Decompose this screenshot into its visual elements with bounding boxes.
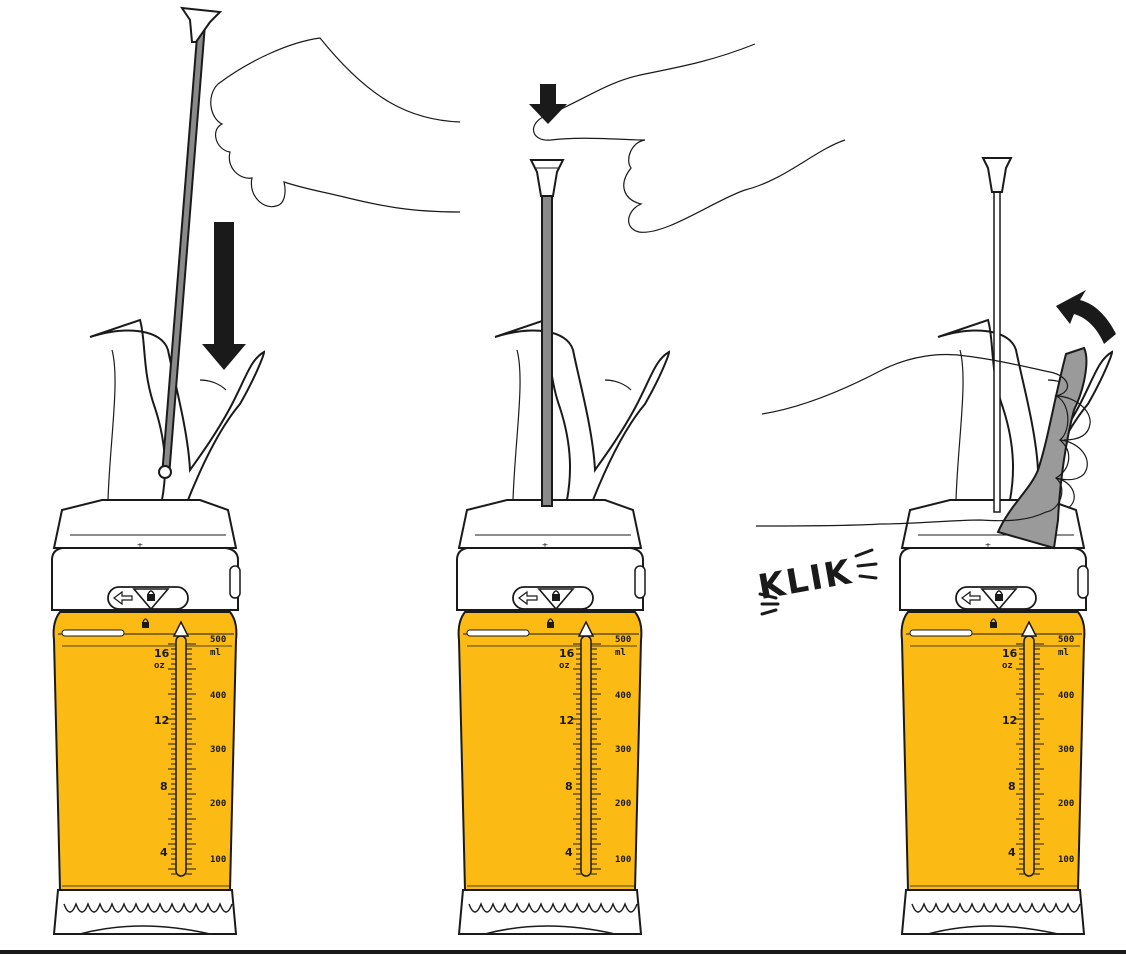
scale-ml-200: 200 [615, 799, 631, 809]
scale-oz-12: 12 [154, 714, 169, 727]
arrow-down-icon [202, 222, 246, 370]
mixing-rod [531, 160, 563, 506]
bottle [900, 320, 1112, 934]
scale-ml-100: 100 [210, 855, 226, 865]
curved-arrow-icon [1056, 290, 1116, 344]
scale-oz-12: 12 [1002, 714, 1017, 727]
scale-oz-8: 8 [1008, 780, 1016, 793]
scale-ml-top: 500 [1058, 635, 1074, 645]
scale-ml-400: 400 [615, 691, 631, 701]
scale-ml-unit: ml [210, 648, 221, 658]
mixing-rod [983, 158, 1011, 512]
scale-ml-unit: ml [1058, 648, 1069, 658]
scale-oz-12: 12 [559, 714, 574, 727]
hand [534, 44, 845, 232]
hand [211, 38, 460, 212]
scale-oz-top: 16 [154, 647, 170, 660]
scale-ml-100: 100 [615, 855, 631, 865]
scale-ml-top: 500 [615, 635, 631, 645]
bottle [52, 320, 264, 934]
scale-ml-200: 200 [210, 799, 226, 809]
scale-oz-top: 16 [559, 647, 575, 660]
step-push-rod: 16 oz 500 ml 12 8 4 400 300 200 100 [457, 44, 845, 934]
scale-ml-200: 200 [1058, 799, 1074, 809]
mixing-rod [159, 8, 220, 478]
scale-ml-300: 300 [1058, 745, 1074, 755]
scale-ml-top: 500 [210, 635, 226, 645]
scale-oz-4: 4 [1008, 846, 1016, 859]
scale-oz-unit: oz [1002, 661, 1013, 671]
scale-oz-8: 8 [160, 780, 168, 793]
scale-ml-300: 300 [615, 745, 631, 755]
scale-ml-400: 400 [210, 691, 226, 701]
scale-oz-unit: oz [559, 661, 570, 671]
scale-ml-100: 100 [1058, 855, 1074, 865]
step-insert-rod: 16 oz 500 ml 12 8 4 400 300 200 100 [52, 8, 460, 934]
scale-oz-8: 8 [565, 780, 573, 793]
scale-oz-top: 16 [1002, 647, 1018, 660]
scale-oz-4: 4 [565, 846, 573, 859]
scale-oz-unit: oz [154, 661, 165, 671]
scale-oz-4: 4 [160, 846, 168, 859]
bottle [457, 320, 669, 934]
scale-ml-400: 400 [1058, 691, 1074, 701]
scale-ml-300: 300 [210, 745, 226, 755]
step-lock-lever: 16 oz 500 ml 12 8 4 400 300 200 100 [900, 158, 1116, 934]
scale-ml-unit: ml [615, 648, 626, 658]
